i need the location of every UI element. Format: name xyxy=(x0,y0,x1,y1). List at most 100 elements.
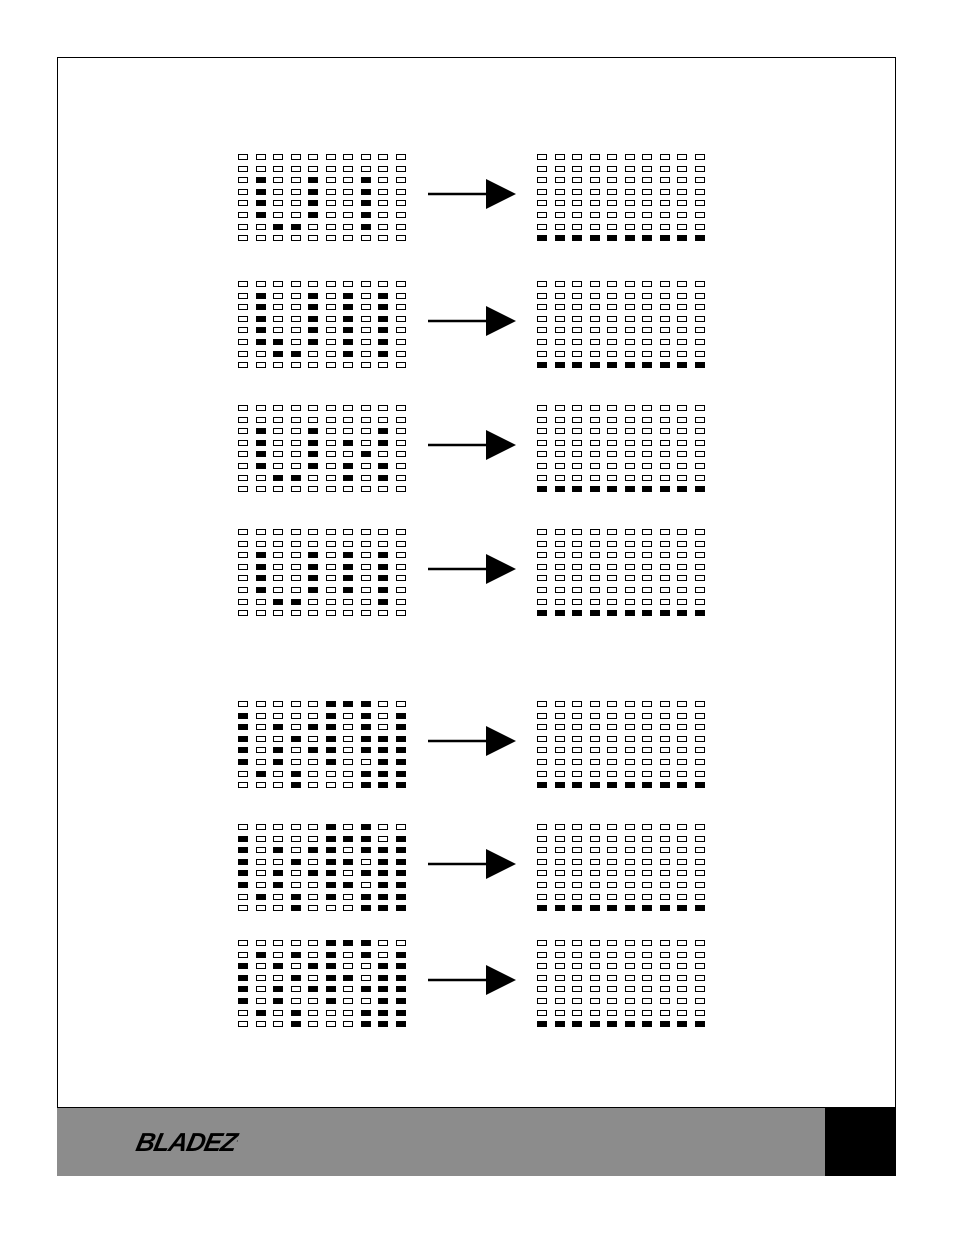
led-segment-off xyxy=(308,474,318,481)
led-segment-off xyxy=(343,998,353,1004)
led-segment-on xyxy=(255,463,266,469)
led-segment-on xyxy=(360,835,371,842)
led-segment-off xyxy=(537,563,547,570)
led-segment-off xyxy=(273,540,283,547)
led-segment-off xyxy=(572,212,582,218)
led-segment-off xyxy=(255,905,266,912)
led-segment-on xyxy=(290,1009,301,1016)
led-segment-off xyxy=(554,474,565,481)
led-segment-off xyxy=(659,998,670,1004)
led-segment-off xyxy=(589,882,600,888)
led-segment-off xyxy=(589,529,600,535)
led-segment-on xyxy=(395,998,406,1004)
led-segment-off xyxy=(273,177,283,184)
led-segment-on xyxy=(238,986,248,993)
led-segment-off xyxy=(238,782,248,789)
led-segment-off xyxy=(607,405,617,411)
led-segment-off xyxy=(238,563,248,570)
led-segment-off xyxy=(395,223,406,230)
led-segment-on xyxy=(290,350,301,357)
led-segment-off xyxy=(325,362,336,369)
led-segment-off xyxy=(642,154,652,160)
led-segment-on xyxy=(589,235,600,242)
led-segment-off xyxy=(624,304,635,311)
led-segment-on xyxy=(308,563,318,570)
led-segment-off xyxy=(624,858,635,865)
led-segment-off xyxy=(395,327,406,334)
led-segment-off xyxy=(554,1009,565,1016)
led-segment-off xyxy=(589,724,600,731)
led-segment-off xyxy=(273,712,283,719)
led-segment-off xyxy=(572,350,582,357)
led-segment-on xyxy=(325,759,336,765)
led-segment-off xyxy=(642,165,652,172)
led-segment-off xyxy=(607,847,617,854)
led-segment-off xyxy=(677,315,687,322)
led-segment-on xyxy=(624,1021,635,1028)
led-segment-off xyxy=(642,339,652,345)
led-segment-off xyxy=(238,200,248,207)
led-segment-off xyxy=(642,735,652,742)
led-segment-off xyxy=(589,428,600,435)
led-segment-off xyxy=(677,416,687,423)
led-segment-on xyxy=(360,451,371,458)
led-segment-off xyxy=(238,575,248,582)
led-segment-on xyxy=(360,712,371,719)
led-segment-off xyxy=(589,474,600,481)
led-segment-off xyxy=(255,858,266,865)
led-segment-on xyxy=(255,587,266,593)
led-segment-off xyxy=(273,362,283,369)
led-segment-off xyxy=(554,327,565,334)
led-segment-off xyxy=(238,212,248,218)
led-segment-off xyxy=(677,575,687,582)
led-segment-off xyxy=(360,165,371,172)
led-segment-on xyxy=(325,747,336,754)
led-segment-off xyxy=(694,439,705,446)
led-segment-off xyxy=(273,235,283,242)
led-segment-off xyxy=(290,327,301,334)
led-segment-off xyxy=(572,315,582,322)
led-segment-off xyxy=(589,281,600,287)
led-segment-off xyxy=(290,212,301,218)
led-segment-off xyxy=(554,940,565,946)
led-segment-off xyxy=(694,350,705,357)
led-segment-off xyxy=(607,563,617,570)
led-segment-on xyxy=(395,1021,406,1028)
led-segment-off xyxy=(659,439,670,446)
led-segment-on xyxy=(677,235,687,242)
led-segment-off xyxy=(255,165,266,172)
led-segment-off xyxy=(395,154,406,160)
led-segment-off xyxy=(694,974,705,981)
led-segment-off xyxy=(395,292,406,299)
led-segment-off xyxy=(694,824,705,830)
led-segment-off xyxy=(325,598,336,605)
led-segment-off xyxy=(325,905,336,912)
led-segment-off xyxy=(554,552,565,559)
led-segment-off xyxy=(554,439,565,446)
led-segment-off xyxy=(659,223,670,230)
led-segment-off xyxy=(642,304,652,311)
led-segment-off xyxy=(624,350,635,357)
led-segment-on xyxy=(325,712,336,719)
led-segment-off xyxy=(343,951,353,958)
led-segment-off xyxy=(554,416,565,423)
led-segment-off xyxy=(642,540,652,547)
led-segment-off xyxy=(607,200,617,207)
led-segment-off xyxy=(290,963,301,970)
led-segment-off xyxy=(273,439,283,446)
led-segment-on xyxy=(378,782,388,789)
led-segment-off xyxy=(607,339,617,345)
led-segment-on xyxy=(378,350,388,357)
led-segment-on xyxy=(343,974,353,981)
led-segment-on xyxy=(325,893,336,900)
led-segment-off xyxy=(624,712,635,719)
led-segment-on xyxy=(238,882,248,888)
led-segment-off xyxy=(255,486,266,493)
led-segment-off xyxy=(343,735,353,742)
led-segment-off xyxy=(554,315,565,322)
led-segment-off xyxy=(537,405,547,411)
led-segment-off xyxy=(624,824,635,830)
led-segment-off xyxy=(589,986,600,993)
led-segment-off xyxy=(343,451,353,458)
led-segment-off xyxy=(642,563,652,570)
